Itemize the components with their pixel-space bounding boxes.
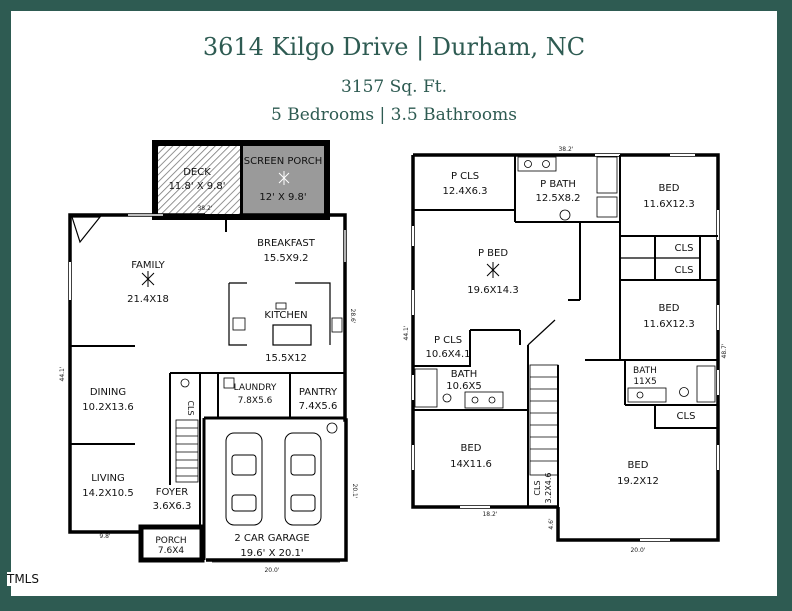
floorplan-card: 3614 Kilgo Drive | Durham, NC 3157 Sq. F… <box>11 11 777 596</box>
p-bath-label: P BATH <box>540 179 576 190</box>
p-bed-size: 19.6X14.3 <box>467 285 518 296</box>
breakfast-label: BREAKFAST <box>257 238 316 249</box>
first-floor-plan <box>68 140 348 563</box>
closet-2-label: CLS <box>675 265 694 276</box>
deck-size: 11.8' X 9.8' <box>169 181 226 192</box>
garage-cars <box>225 432 322 526</box>
mls-watermark: TMLS <box>7 572 39 586</box>
first-floor-outer-wall-right <box>206 213 348 562</box>
bed-bottom-left-label: BED <box>461 443 482 454</box>
square-footage: 3157 Sq. Ft. <box>340 77 448 97</box>
bed-bottom-left-size: 14X11.6 <box>450 459 492 470</box>
p-cls-top-label: P CLS <box>451 171 479 182</box>
first-floor-labels: DECK 11.8' X 9.8' SCREEN PORCH 12' X 9.8… <box>59 156 358 574</box>
bed-right-size: 11.6X12.3 <box>643 319 694 330</box>
kitchen-label: KITCHEN <box>264 310 307 321</box>
garage-label: 2 CAR GARAGE <box>234 533 309 544</box>
deck-hatch <box>158 146 240 214</box>
family-label: FAMILY <box>131 260 165 271</box>
screen-porch-size: 12' X 9.8' <box>259 192 306 203</box>
foyer-label: FOYER <box>156 487 189 498</box>
second-floor-small-dimension: 4.6' <box>548 518 555 530</box>
foyer-size: 3.6X6.3 <box>153 501 192 512</box>
bath-2-label: BATH <box>633 366 657 376</box>
first-floor-bottom-dimension: 20.0' <box>264 567 279 574</box>
second-floor-bottom-left-dimension: 18.2' <box>482 511 497 518</box>
p-bath-size: 12.5X8.2 <box>535 193 580 204</box>
deck-label: DECK <box>183 167 211 178</box>
screen-porch-label: SCREEN PORCH <box>244 156 322 167</box>
second-floor-outer-wall-right <box>413 153 720 542</box>
bed-bottom-right-label: BED <box>628 460 649 471</box>
closet-label: CLS <box>186 400 195 415</box>
bath-size: 10.6X5 <box>446 381 481 392</box>
bed-top-right-label: BED <box>659 183 680 194</box>
second-floor-top-dimension: 38.2' <box>558 146 573 153</box>
dining-size: 10.2X13.6 <box>82 402 133 413</box>
closet-3-label: CLS <box>677 411 696 422</box>
second-floor-labels: P CLS 12.4X6.3 P BATH 12.5X8.2 BED 11.6X… <box>403 146 728 554</box>
laundry-label: LAUNDRY <box>234 383 277 393</box>
stairs-second-floor <box>529 364 559 476</box>
family-size: 21.4X18 <box>127 294 169 305</box>
living-size: 14.2X10.5 <box>82 488 133 499</box>
porch-size: 7.6X4 <box>158 546 184 556</box>
bed-bottom-right-size: 19.2X12 <box>617 476 659 487</box>
second-floor-left-dimension: 44.1' <box>403 325 410 340</box>
p-cls-small-size: 10.6X4.1 <box>425 349 470 360</box>
breakfast-size: 15.5X9.2 <box>263 253 308 264</box>
second-floor-outer-wall-left <box>411 155 558 509</box>
second-floor-plan <box>411 153 720 542</box>
screen-porch-fan-icon <box>278 171 290 185</box>
bath-2-size: 11X5 <box>633 377 656 387</box>
porch-label: PORCH <box>155 536 186 546</box>
p-bed-fan-icon <box>486 262 500 278</box>
pantry-size: 7.4X5.6 <box>299 401 338 412</box>
p-cls-top-size: 12.4X6.3 <box>442 186 487 197</box>
p-bed-label: P BED <box>478 248 508 259</box>
bath-label: BATH <box>451 369 478 380</box>
first-floor-right-dimension: 28.6' <box>349 308 356 323</box>
bedrooms-bathrooms: 5 Bedrooms | 3.5 Bathrooms <box>271 105 517 125</box>
dining-label: DINING <box>90 387 126 398</box>
closet-vertical-size: 3.2X4.6 <box>544 473 553 504</box>
deck-dimension: 38.2' <box>197 205 212 212</box>
second-floor-bottom-dimension: 20.0' <box>630 547 645 554</box>
garage-size: 19.6' X 20.1' <box>240 548 303 559</box>
family-fan-icon <box>141 271 155 287</box>
first-floor-bottom-left-dimension: 9.8' <box>99 533 111 540</box>
kitchen-size: 15.5X12 <box>265 353 307 364</box>
garage-side-dimension: 20.1' <box>351 483 358 498</box>
porch-outline <box>138 524 205 563</box>
second-floor-right-dimension: 48.7' <box>721 343 728 358</box>
stairs-first-floor <box>175 419 199 483</box>
p-cls-small-label: P CLS <box>434 335 462 346</box>
page-title: 3614 Kilgo Drive | Durham, NC <box>202 33 586 61</box>
bed-right-label: BED <box>659 303 680 314</box>
living-label: LIVING <box>91 473 125 484</box>
closet-vertical-label: CLS <box>533 480 542 495</box>
laundry-size: 7.8X5.6 <box>238 396 273 406</box>
pantry-label: PANTRY <box>299 387 338 398</box>
closet-1-label: CLS <box>675 243 694 254</box>
bed-top-right-size: 11.6X12.3 <box>643 199 694 210</box>
first-floor-left-dimension: 44.1' <box>59 366 66 381</box>
